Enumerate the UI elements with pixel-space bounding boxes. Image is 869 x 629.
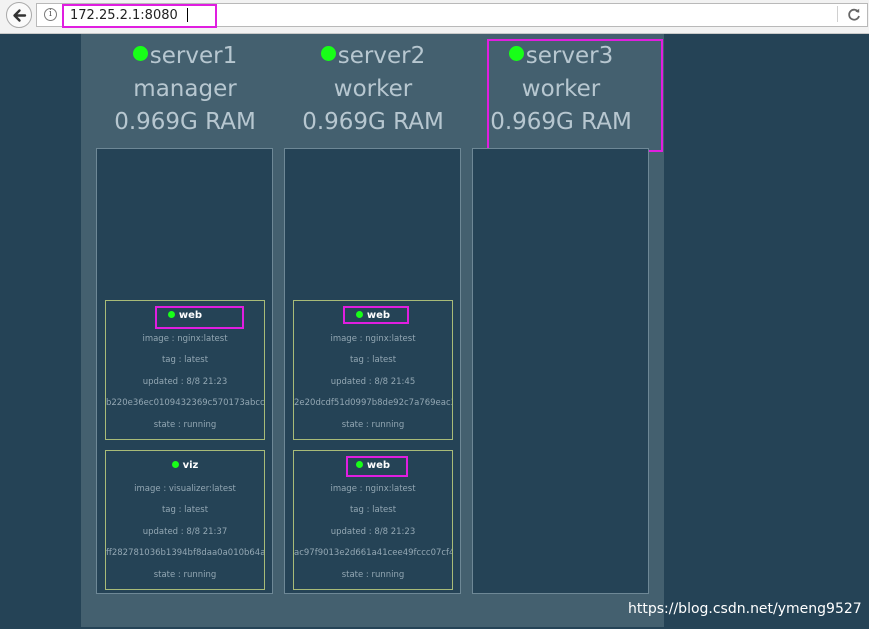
- reload-icon[interactable]: [847, 8, 861, 22]
- task-id: ff282781036b1394bf8daa0a010b64a: [106, 548, 265, 558]
- task-state: state : running: [153, 570, 217, 580]
- task-state: state : running: [153, 420, 217, 430]
- task-id: 2e20dcdf51d0997b8de92c7a769eac3: [294, 398, 453, 408]
- task-name-row: viz: [106, 459, 264, 473]
- task-name-row: web: [294, 459, 452, 473]
- highlight-box: [346, 456, 408, 477]
- task-tag: tag : latest: [161, 355, 209, 365]
- text-caret: [187, 8, 188, 22]
- task-card[interactable]: web image : nginx:latest tag : latest up…: [105, 300, 265, 440]
- task-card[interactable]: web image : nginx:latest tag : latest up…: [293, 300, 453, 440]
- node-name: server2: [337, 43, 426, 69]
- task-card[interactable]: viz image : visualizer:latest tag : late…: [105, 450, 265, 590]
- highlight-box: [155, 306, 244, 329]
- node-name: server3: [525, 43, 614, 69]
- node-ram: 0.969G RAM: [114, 109, 256, 135]
- task-image: image : visualizer:latest: [134, 484, 236, 494]
- task-updated: updated : 8/8 21:23: [142, 377, 228, 387]
- node-header: server2 worker 0.969G RAM: [286, 40, 460, 139]
- task-image: image : nginx:latest: [142, 334, 228, 344]
- task-name: web: [366, 310, 391, 321]
- status-dot-icon: [355, 461, 363, 468]
- task-updated: updated : 8/8 21:45: [330, 377, 416, 387]
- status-dot-icon: [167, 311, 175, 318]
- status-dot-icon: [320, 46, 336, 61]
- status-dot-icon: [508, 46, 524, 61]
- task-state: state : running: [341, 420, 405, 430]
- task-tag: tag : latest: [349, 505, 397, 515]
- url-text[interactable]: 172.25.2.1:8080: [62, 4, 217, 28]
- task-updated: updated : 8/8 21:37: [142, 527, 228, 537]
- node-header: server3 worker 0.969G RAM: [474, 40, 648, 139]
- task-name-row: web: [106, 309, 264, 323]
- task-image: image : nginx:latest: [330, 484, 416, 494]
- highlight-box: [343, 306, 409, 324]
- node-name-row: server2: [286, 40, 460, 73]
- node-header: server1 manager 0.969G RAM: [98, 40, 272, 139]
- swarm-visualizer: server1 manager 0.969G RAM web image : n…: [81, 34, 664, 627]
- status-dot-icon: [171, 461, 179, 468]
- task-tag: tag : latest: [161, 505, 209, 515]
- node-role: worker: [521, 76, 601, 102]
- node-task-area: web image : nginx:latest tag : latest up…: [96, 148, 273, 594]
- task-name: web: [366, 460, 391, 471]
- task-id: b220e36ec0109432369c570173abcce: [106, 398, 265, 408]
- arrow-left-icon: [13, 9, 27, 22]
- back-button[interactable]: [6, 2, 32, 28]
- highlight-box: [487, 39, 663, 152]
- task-name: viz: [182, 460, 199, 471]
- node-role: worker: [333, 76, 413, 102]
- node-task-area: [472, 148, 649, 594]
- task-id: ac97f9013e2d661a41cee49fccc07cf4e: [294, 548, 453, 558]
- info-icon[interactable]: i: [44, 8, 57, 21]
- task-state: state : running: [341, 570, 405, 580]
- node-ram: 0.969G RAM: [490, 109, 632, 135]
- watermark: https://blog.csdn.net/ymeng9527: [628, 601, 862, 617]
- address-bar[interactable]: i 172.25.2.1:8080: [36, 3, 868, 28]
- task-card[interactable]: web image : nginx:latest tag : latest up…: [293, 450, 453, 590]
- task-tag: tag : latest: [349, 355, 397, 365]
- node-ram: 0.969G RAM: [302, 109, 444, 135]
- task-name: web: [178, 310, 203, 321]
- task-image: image : nginx:latest: [330, 334, 416, 344]
- node-name-row: server3: [474, 40, 648, 73]
- divider: [837, 6, 838, 22]
- browser-toolbar: i 172.25.2.1:8080: [0, 0, 869, 34]
- node-name: server1: [149, 43, 238, 69]
- status-dot-icon: [132, 46, 148, 61]
- node-task-area: web image : nginx:latest tag : latest up…: [284, 148, 461, 594]
- status-dot-icon: [355, 311, 363, 318]
- node-role: manager: [133, 76, 237, 102]
- task-updated: updated : 8/8 21:23: [330, 527, 416, 537]
- task-name-row: web: [294, 309, 452, 323]
- node-name-row: server1: [98, 40, 272, 73]
